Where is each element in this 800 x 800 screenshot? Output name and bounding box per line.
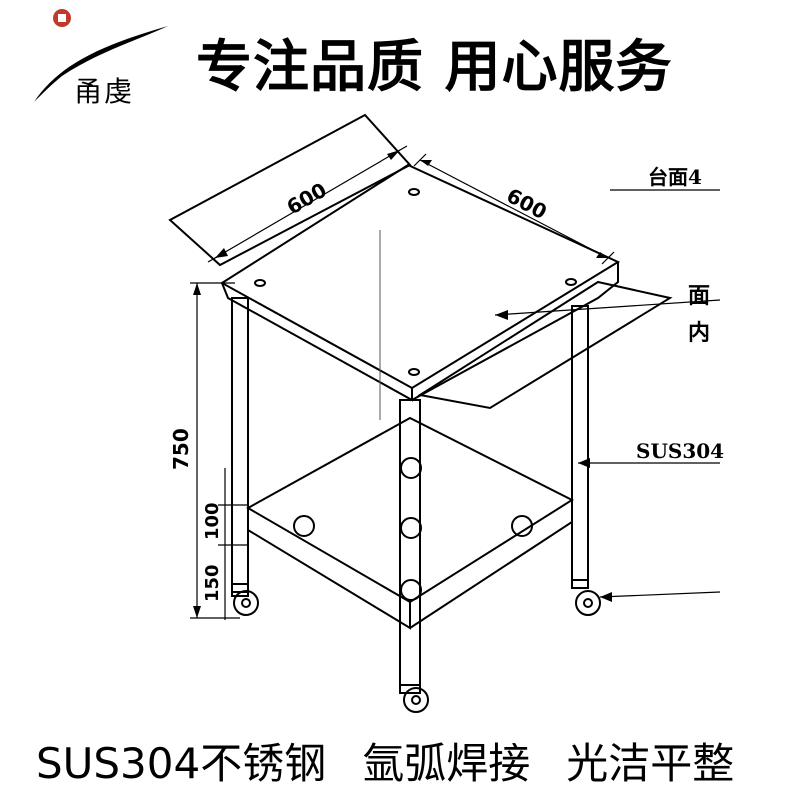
callout-surface-bottom: 内 bbox=[688, 320, 710, 346]
callout-tabletop: 台面4 bbox=[648, 165, 702, 189]
hole bbox=[400, 457, 422, 479]
dim-text-shelf-gap: 100 bbox=[202, 502, 223, 540]
dim-text-depth: 600 bbox=[503, 183, 551, 224]
dim-text-width: 600 bbox=[283, 178, 331, 220]
hole bbox=[400, 517, 422, 539]
undershelf-top bbox=[245, 416, 575, 604]
table-top-right-edge bbox=[411, 262, 619, 401]
dim-line-depth bbox=[419, 159, 609, 259]
dim-line-width bbox=[214, 149, 401, 259]
callout-surface-top: 面 bbox=[688, 283, 710, 309]
brand-logo bbox=[34, 9, 168, 102]
feature-tagline: SUS304不锈钢 氩弧焊接 光洁平整 bbox=[36, 730, 800, 791]
headline: 专注品质 用心服务 bbox=[196, 35, 673, 100]
table-drawing: 600 600 750 100 150 台面4 面 内 SUS304 bbox=[168, 113, 724, 713]
dim-text-height: 750 bbox=[169, 428, 193, 470]
bolt bbox=[254, 279, 266, 287]
leg-left bbox=[231, 297, 249, 597]
dimension-arrows bbox=[193, 150, 612, 618]
left-side-panel bbox=[168, 113, 412, 267]
leg-front bbox=[399, 399, 421, 686]
hole bbox=[400, 579, 422, 601]
hole bbox=[293, 515, 315, 537]
table-structure bbox=[168, 113, 673, 713]
caster-left bbox=[231, 583, 259, 616]
caster-right bbox=[571, 579, 601, 616]
dim-text-shelf-height: 150 bbox=[202, 564, 223, 602]
leader-surface bbox=[494, 299, 721, 316]
undershelf-right-edge bbox=[409, 500, 573, 629]
right-side-panel bbox=[417, 280, 673, 410]
bolt bbox=[408, 188, 420, 196]
dimension-lines bbox=[190, 145, 721, 620]
feature-welding: 氩弧焊接 bbox=[362, 739, 531, 788]
feature-material: SUS304不锈钢 bbox=[36, 739, 327, 788]
caster-front bbox=[399, 684, 429, 713]
feature-finish: 光洁平整 bbox=[566, 739, 735, 788]
bolt bbox=[565, 278, 577, 286]
brand-name: 甬虔 bbox=[74, 75, 135, 108]
undershelf-front-edge bbox=[247, 508, 411, 630]
leader-caster bbox=[599, 591, 721, 598]
table-top-front-edge bbox=[221, 282, 413, 402]
bolt bbox=[408, 368, 420, 376]
callout-material: SUS304 bbox=[636, 439, 724, 463]
coin-seal-icon bbox=[53, 9, 71, 27]
hole bbox=[511, 515, 533, 537]
leg-right bbox=[571, 305, 589, 589]
